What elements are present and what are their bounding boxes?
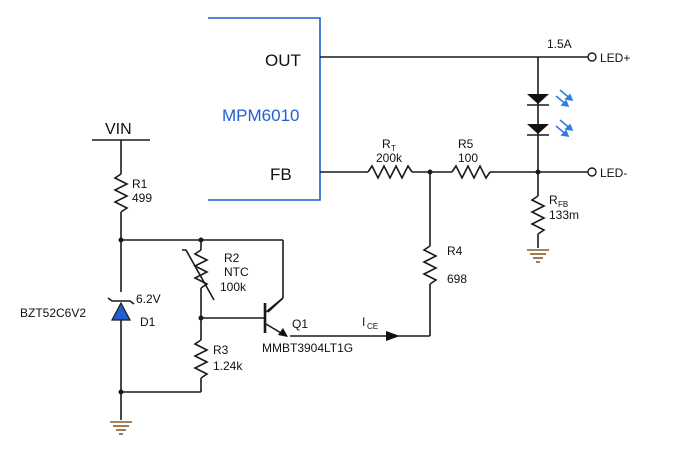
r2-ref: R2 — [224, 251, 240, 265]
r4-resistor — [422, 245, 438, 285]
r4-ref: R4 — [447, 244, 463, 258]
vin-label: VIN — [105, 121, 132, 138]
pin-out-label: OUT — [265, 51, 301, 70]
q1-part: MMBT3904LT1G — [262, 341, 353, 355]
ground-main — [110, 421, 132, 435]
ice-arrow — [386, 331, 400, 341]
led-plus-label: LED+ — [600, 51, 630, 65]
r1-ref: R1 — [132, 177, 148, 191]
d1-voltage: 6.2V — [136, 292, 161, 306]
r1-resistor — [113, 173, 129, 213]
pin-fb-label: FB — [270, 165, 292, 184]
led-1 — [527, 94, 549, 106]
led-minus-terminal — [587, 167, 597, 177]
rt-value: 200k — [376, 151, 403, 165]
q1-emitter-arrow — [278, 328, 288, 337]
rt-resistor — [367, 164, 413, 180]
led-minus-label: LED- — [600, 166, 627, 180]
zener-d1 — [107, 297, 135, 321]
rt-sub: T — [391, 144, 396, 153]
r1-value: 499 — [132, 191, 152, 205]
chip-name: MPM6010 — [222, 106, 299, 125]
r2-value: 100k — [220, 280, 247, 294]
junction-gnd — [118, 389, 124, 395]
ic-outline — [208, 17, 321, 201]
r4-value: 698 — [447, 272, 467, 286]
rfb-resistor — [530, 195, 546, 235]
r3-value: 1.24k — [213, 359, 243, 373]
r5-ref: R5 — [458, 137, 474, 151]
d1-ref: D1 — [140, 315, 156, 329]
led-rays — [555, 89, 574, 138]
r5-value: 100 — [458, 151, 478, 165]
d1-part: BZT52C6V2 — [20, 306, 86, 320]
r3-ref: R3 — [213, 343, 229, 357]
r2-type: NTC — [224, 265, 249, 279]
rt-ref: R — [382, 137, 391, 151]
r5-resistor — [451, 164, 491, 180]
ground-rfb — [527, 249, 549, 263]
q1-ref: Q1 — [292, 317, 308, 331]
rfb-sub: FB — [558, 200, 568, 209]
rfb-ref: R — [549, 193, 558, 207]
r3-resistor — [193, 339, 209, 379]
q1-collector — [265, 297, 284, 313]
rfb-value: 133m — [549, 208, 579, 222]
current-label: 1.5A — [547, 37, 572, 51]
ntc-slash — [182, 249, 215, 301]
led-2 — [527, 124, 549, 136]
ice-label: I — [362, 315, 365, 329]
led-plus-terminal — [587, 52, 597, 62]
ice-sub: CE — [367, 322, 378, 331]
